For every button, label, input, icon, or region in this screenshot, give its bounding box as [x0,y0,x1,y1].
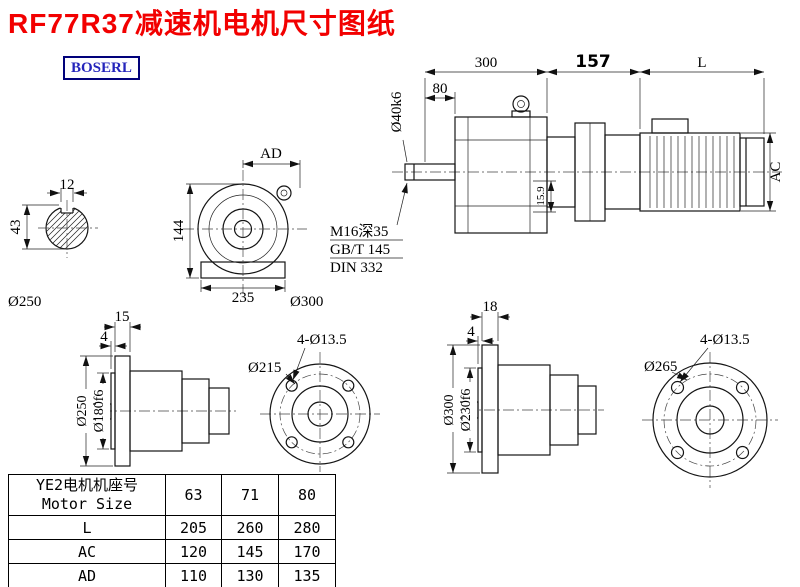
dim-43: 43 [8,220,24,235]
dim-spigot-dia-180: Ø180f6 [92,390,107,433]
value-AD-71: 130 [221,563,279,587]
table-row-AD: AD 110 130 135 [8,563,336,587]
dim-shaft-diameter: Ø40k6 [389,91,405,132]
lifting-eyebolt [512,95,530,113]
small-flange-side-view: 15 4 Ø250 Ø180f6 [75,309,236,467]
motor-size-header-cn: YE2电机机座号 [35,476,139,495]
value-L-80: 280 [278,515,336,540]
large-flange-outline [652,362,768,478]
dim-flange-thickness-15: 15 [115,309,130,325]
large-flange-plate [481,344,499,474]
bolt-hole [735,380,750,395]
oil-plug [276,185,292,201]
dim-holes-13-5: 4-Ø13.5 [297,332,347,348]
dim-AC: AC [768,162,784,183]
value-L-63: 205 [165,515,222,540]
dim-bolt-circle-215: Ø215 [248,360,281,376]
row-label-AD: AD [8,563,166,587]
dim-flange-od-300: Ø300 [442,394,457,425]
dim-spigot-thickness-4: 4 [100,329,108,345]
terminal-box [651,118,689,134]
label-dia-300: Ø300 [290,294,323,310]
fan-cover [739,137,765,207]
motor-size-table: YE2电机机座号 Motor Size 63 71 80 L 205 260 2… [8,474,336,587]
gearbox-front-view: AD 144 235 Ø300 [171,146,323,310]
bolt-hole [670,380,685,395]
bolt-hole [735,445,750,460]
large-flange-front-view: Ø265 4-Ø13.5 [642,332,778,488]
dim-15-9: 15.9 [535,186,547,206]
dim-80: 80 [433,81,448,97]
value-AC-63: 120 [165,539,222,564]
dim-300: 300 [475,55,498,71]
boserl-logo-text: BOSERL [71,60,132,76]
large-flange-side-view: 18 4 Ø300 Ø230f6 [442,299,604,474]
value-AD-63: 110 [165,563,222,587]
dim-157: 157 [575,52,611,72]
bolt-hole [342,436,355,449]
bolt-hole [342,379,355,392]
shaft-section-view: 12 43 Ø250 [8,177,98,310]
dim-AD: AD [260,146,282,162]
thread-standard-din: DIN 332 [330,260,383,276]
thread-note: M16深35 [330,223,388,240]
dim-144: 144 [171,219,187,242]
dim-235: 235 [232,290,255,306]
motor-size-header-en: Motor Size [41,495,133,513]
motor-size-header: YE2电机机座号 Motor Size [8,474,166,516]
bolt-hole [670,445,685,460]
dim-holes-13-5: 4-Ø13.5 [700,332,750,348]
dim-bolt-circle-265: Ø265 [644,359,677,375]
row-label-L: L [8,515,166,540]
value-L-71: 260 [221,515,279,540]
dim-spigot-dia-230: Ø230f6 [459,389,474,432]
value-AC-80: 170 [278,539,336,564]
value-AD-80: 135 [278,563,336,587]
label-dia-250: Ø250 [8,294,41,310]
dim-flange-thickness-18: 18 [483,299,498,315]
frame-size-63: 63 [165,474,222,516]
bolt-hole [285,436,298,449]
boserl-logo: BOSERL [63,56,140,80]
small-flange-outline [269,363,371,465]
dim-flange-od-250: Ø250 [75,395,90,426]
frame-size-71: 71 [221,474,279,516]
assembly-side-view: 300 157 L 80 Ø40k6 15.9 AC M16深35 G [330,52,784,276]
row-label-AC: AC [8,539,166,564]
value-AC-71: 145 [221,539,279,564]
table-header-row: YE2电机机座号 Motor Size 63 71 80 [8,474,336,516]
frame-size-80: 80 [278,474,336,516]
table-row-AC: AC 120 145 170 [8,539,336,564]
gearbox-housing [454,116,548,234]
page-title: RF77R37减速机电机尺寸图纸 [8,8,396,39]
dim-spigot-thickness-4: 4 [467,324,475,340]
table-row-L: L 205 260 280 [8,515,336,540]
small-flange-front-view: Ø215 4-Ø13.5 [248,332,380,472]
dim-keyway-width: 12 [60,177,75,193]
dim-L: L [697,55,706,71]
thread-standard-gb: GB/T 145 [330,242,390,258]
